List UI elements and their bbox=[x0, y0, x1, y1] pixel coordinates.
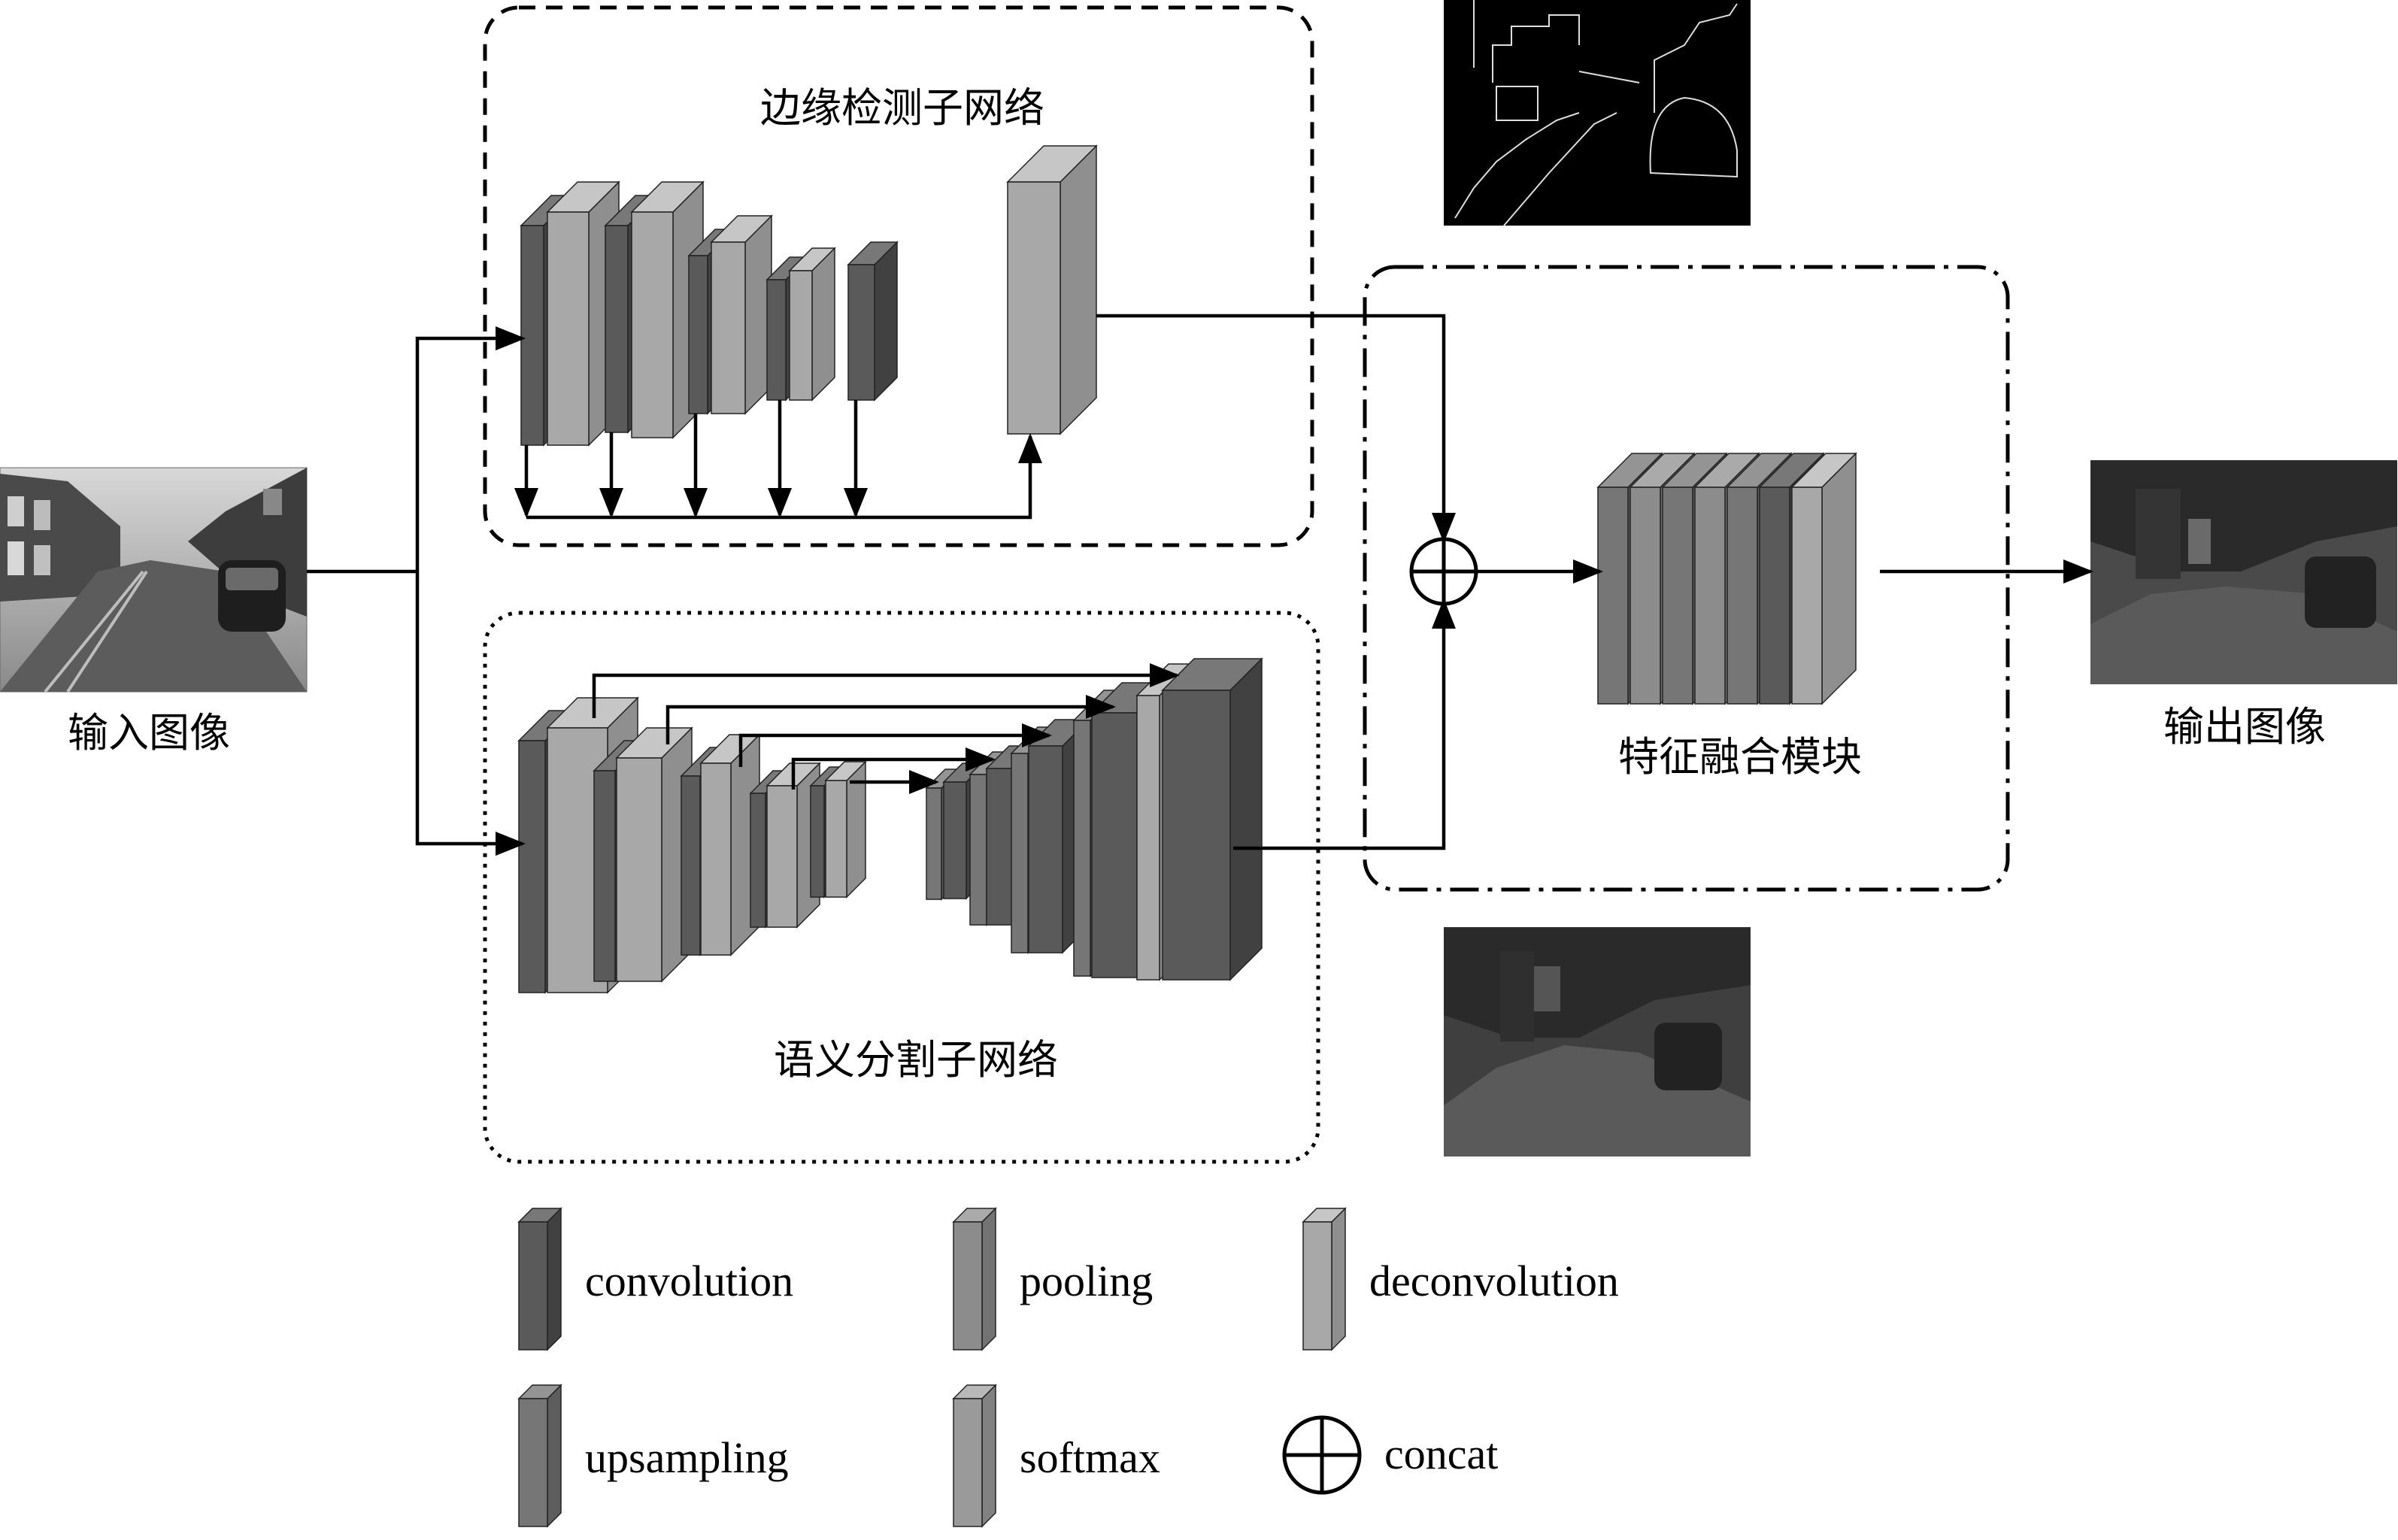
legend-item-convolution: convolution bbox=[517, 1207, 793, 1351]
legend-swatch-pooling bbox=[952, 1207, 997, 1351]
seg-layer-10 bbox=[824, 760, 867, 899]
legend-item-upsampling: upsampling bbox=[517, 1384, 789, 1528]
input-image-label: 输入图像 bbox=[68, 709, 230, 756]
concat-symbol bbox=[1409, 537, 1478, 606]
skip-connection-3 bbox=[738, 723, 1052, 767]
legend-label-upsampling: upsampling bbox=[585, 1433, 789, 1482]
edge-side-collector bbox=[526, 433, 1042, 520]
seg-to-concat-arrow bbox=[1233, 599, 1456, 850]
concat-icon bbox=[1282, 1415, 1362, 1495]
legend: convolution pooling deconvolution upsamplin… bbox=[517, 1207, 1619, 1528]
output-image-label: 输出图像 bbox=[2163, 703, 2326, 750]
edge-subnet-layers bbox=[520, 144, 1098, 447]
segmentation-subnet-title: 语义分割子网络 bbox=[774, 1036, 1058, 1084]
seg-layer-4 bbox=[615, 726, 693, 983]
input-image bbox=[0, 467, 308, 693]
legend-label-deconvolution: deconvolution bbox=[1369, 1257, 1619, 1305]
legend-label-pooling: pooling bbox=[1020, 1257, 1153, 1305]
legend-label-convolution: convolution bbox=[585, 1257, 793, 1305]
seg-layer-6 bbox=[699, 733, 761, 956]
segmentation-subnet-layers bbox=[517, 657, 1263, 994]
connections bbox=[307, 314, 2093, 856]
fusion-layer-7 bbox=[1790, 452, 1857, 705]
input-to-seg-arrow bbox=[415, 571, 526, 856]
legend-label-concat: concat bbox=[1384, 1429, 1498, 1478]
skip-connection-4 bbox=[791, 747, 996, 790]
input-to-edge-arrow bbox=[415, 326, 526, 571]
fusion-module-title: 特征融合模块 bbox=[1618, 733, 1862, 781]
legend-swatch-convolution bbox=[517, 1207, 562, 1351]
edge-to-concat-arrow bbox=[1096, 314, 1456, 543]
skip-connection-1 bbox=[592, 663, 1180, 718]
legend-label-softmax: softmax bbox=[1020, 1433, 1160, 1482]
edge-subnet-box bbox=[483, 5, 1314, 547]
edge-layer-10 bbox=[1006, 144, 1098, 435]
edge-layer-9 bbox=[847, 241, 899, 402]
legend-item-deconvolution: deconvolution bbox=[1302, 1207, 1619, 1351]
edge-map-image bbox=[1444, 0, 1751, 226]
legend-swatch-softmax bbox=[952, 1384, 997, 1528]
edge-layer-6 bbox=[710, 214, 773, 415]
edge-subnet-title: 边缘检测子网络 bbox=[760, 84, 1044, 132]
legend-swatch-upsampling bbox=[517, 1384, 562, 1528]
legend-item-pooling: pooling bbox=[952, 1207, 1153, 1351]
legend-item-concat: concat bbox=[1282, 1415, 1498, 1495]
edge-layer-8 bbox=[788, 247, 836, 402]
fusion-module-layers bbox=[1596, 452, 1857, 705]
output-image bbox=[2090, 460, 2397, 684]
segmentation-map-image bbox=[1444, 927, 1751, 1157]
seg-layer-20 bbox=[1161, 657, 1263, 981]
fusion-module-box bbox=[1363, 265, 2010, 892]
edge-layer-4 bbox=[630, 180, 705, 439]
segmentation-subnet-box bbox=[483, 611, 1320, 1164]
skip-connection-2 bbox=[665, 695, 1116, 744]
legend-swatch-deconvolution bbox=[1302, 1207, 1347, 1351]
legend-item-softmax: softmax bbox=[952, 1384, 1160, 1528]
